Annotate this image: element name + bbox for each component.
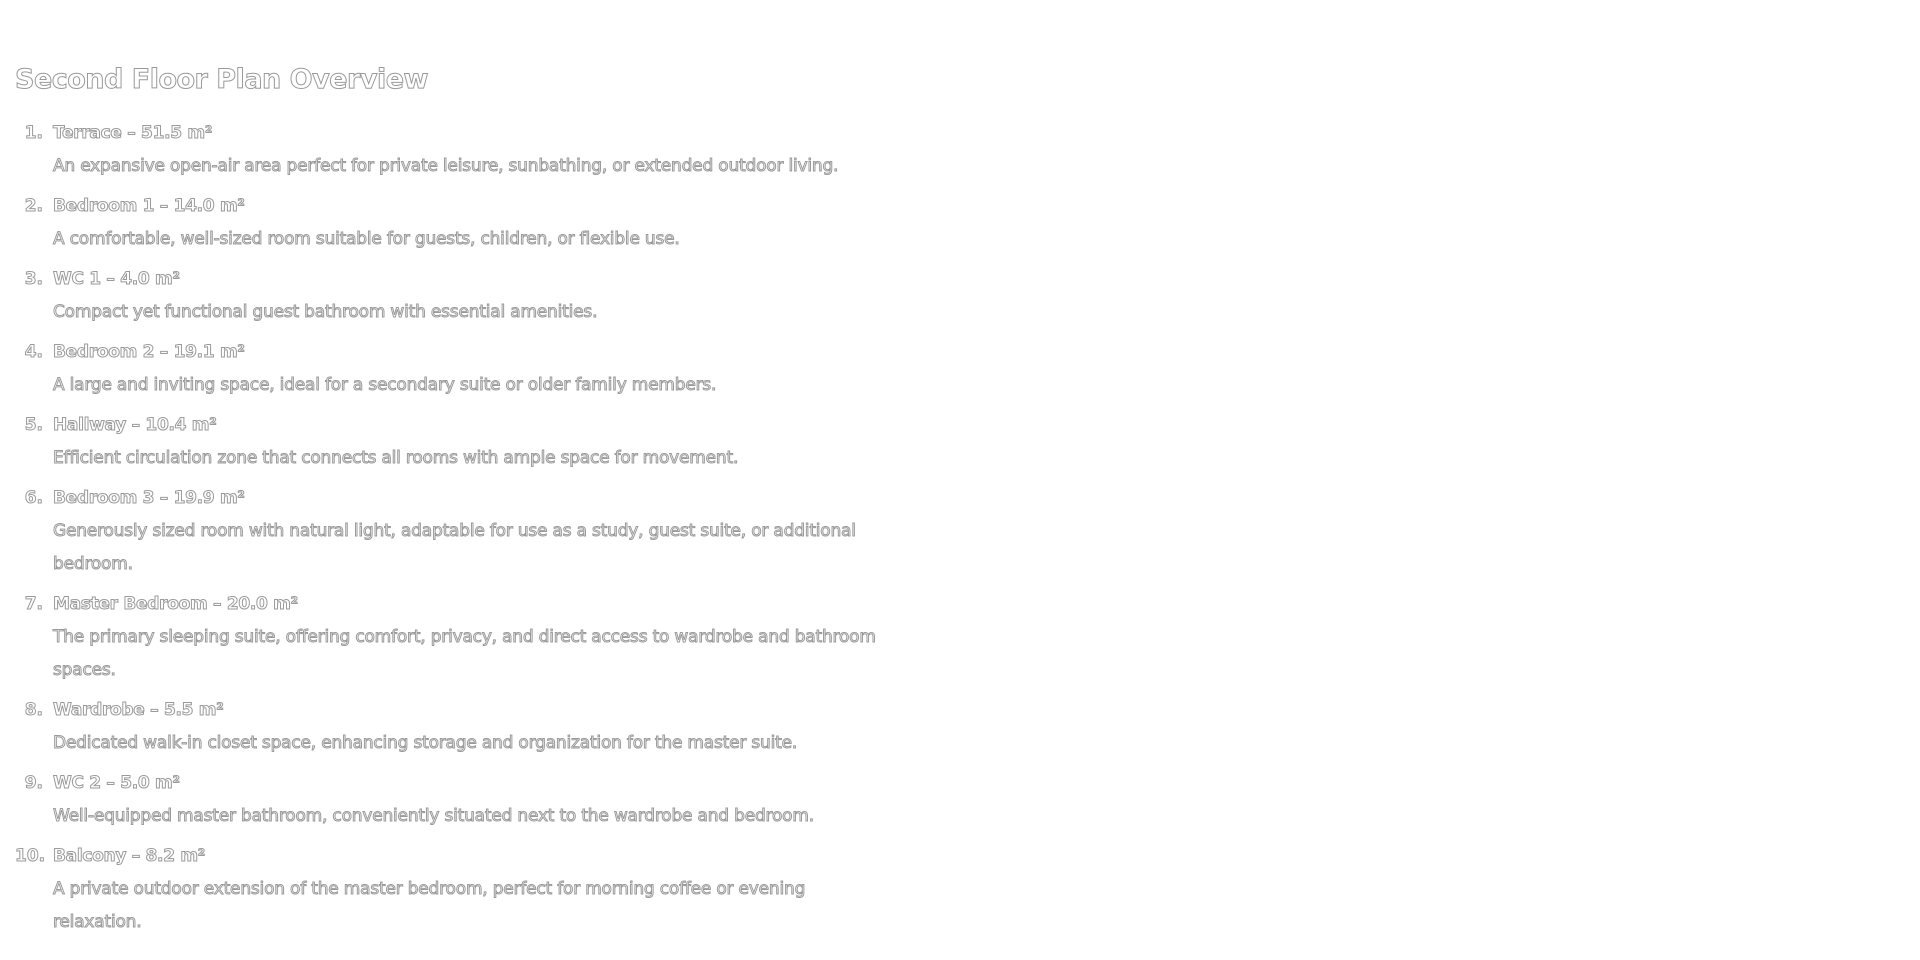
room-description: The primary sleeping suite, offering com… — [53, 627, 877, 681]
list-item-number: 3. — [24, 269, 43, 290]
page-title: Second Floor Plan Overview — [15, 64, 429, 96]
list-item-number: 2. — [24, 196, 43, 217]
list-item: 9. WC 2 – 5.0 m² Well-equipped master bath… — [15, 767, 935, 833]
list-item: 5. Hallway – 10.4 m² Efficient circulation… — [15, 409, 935, 475]
list-item-number: 10. — [15, 846, 46, 867]
room-description: Well-equipped master bathroom, convenien… — [53, 806, 815, 827]
room-heading: Bedroom 2 – 19.1 m² — [53, 342, 246, 363]
room-heading: Terrace – 51.5 m² — [53, 123, 213, 144]
room-list: 1. Terrace – 51.5 m² An expansive open-air… — [15, 117, 935, 939]
room-heading: Bedroom 1 – 14.0 m² — [53, 196, 246, 217]
list-item: 7. Master Bedroom – 20.0 m² The primary sl… — [15, 588, 935, 687]
list-item: 3. WC 1 – 4.0 m² Compact yet functional gu… — [15, 263, 935, 329]
list-item: 1. Terrace – 51.5 m² An expansive open-air… — [15, 117, 935, 183]
floor-plan-overview: Second Floor Plan Overview 1. Terrace – 5… — [15, 60, 935, 946]
room-heading: Balcony – 8.2 m² — [53, 846, 206, 867]
list-item-number: 1. — [24, 123, 43, 144]
room-heading: WC 2 – 5.0 m² — [53, 773, 181, 794]
room-description: A private outdoor extension of the maste… — [53, 879, 806, 933]
room-heading: Hallway – 10.4 m² — [53, 415, 218, 436]
room-heading: Master Bedroom – 20.0 m² — [53, 594, 299, 615]
room-description: An expansive open-air area perfect for p… — [53, 156, 839, 177]
list-item-number: 5. — [24, 415, 43, 436]
room-description: Generously sized room with natural light… — [53, 521, 857, 575]
list-item: 6. Bedroom 3 – 19.9 m² Generously sized ro… — [15, 482, 935, 581]
list-item-number: 6. — [24, 488, 43, 509]
room-description: A comfortable, well-sized room suitable … — [53, 229, 681, 250]
list-item: 10. Balcony – 8.2 m² A private outdoor ext… — [15, 840, 935, 939]
list-item: 4. Bedroom 2 – 19.1 m² A large and invitin… — [15, 336, 935, 402]
room-heading: Wardrobe – 5.5 m² — [53, 700, 225, 721]
list-item: 8. Wardrobe – 5.5 m² Dedicated walk-in clo… — [15, 694, 935, 760]
room-heading: Bedroom 3 – 19.9 m² — [53, 488, 246, 509]
list-item-number: 8. — [24, 700, 43, 721]
list-item: 2. Bedroom 1 – 14.0 m² A comfortable, well… — [15, 190, 935, 256]
list-item-number: 4. — [24, 342, 43, 363]
list-item-number: 7. — [24, 594, 43, 615]
room-heading: WC 1 – 4.0 m² — [53, 269, 181, 290]
room-description: Dedicated walk-in closet space, enhancin… — [53, 733, 798, 754]
room-description: Compact yet functional guest bathroom wi… — [53, 302, 598, 323]
list-item-number: 9. — [24, 773, 43, 794]
room-description: A large and inviting space, ideal for a … — [53, 375, 717, 396]
room-description: Efficient circulation zone that connects… — [53, 448, 739, 469]
